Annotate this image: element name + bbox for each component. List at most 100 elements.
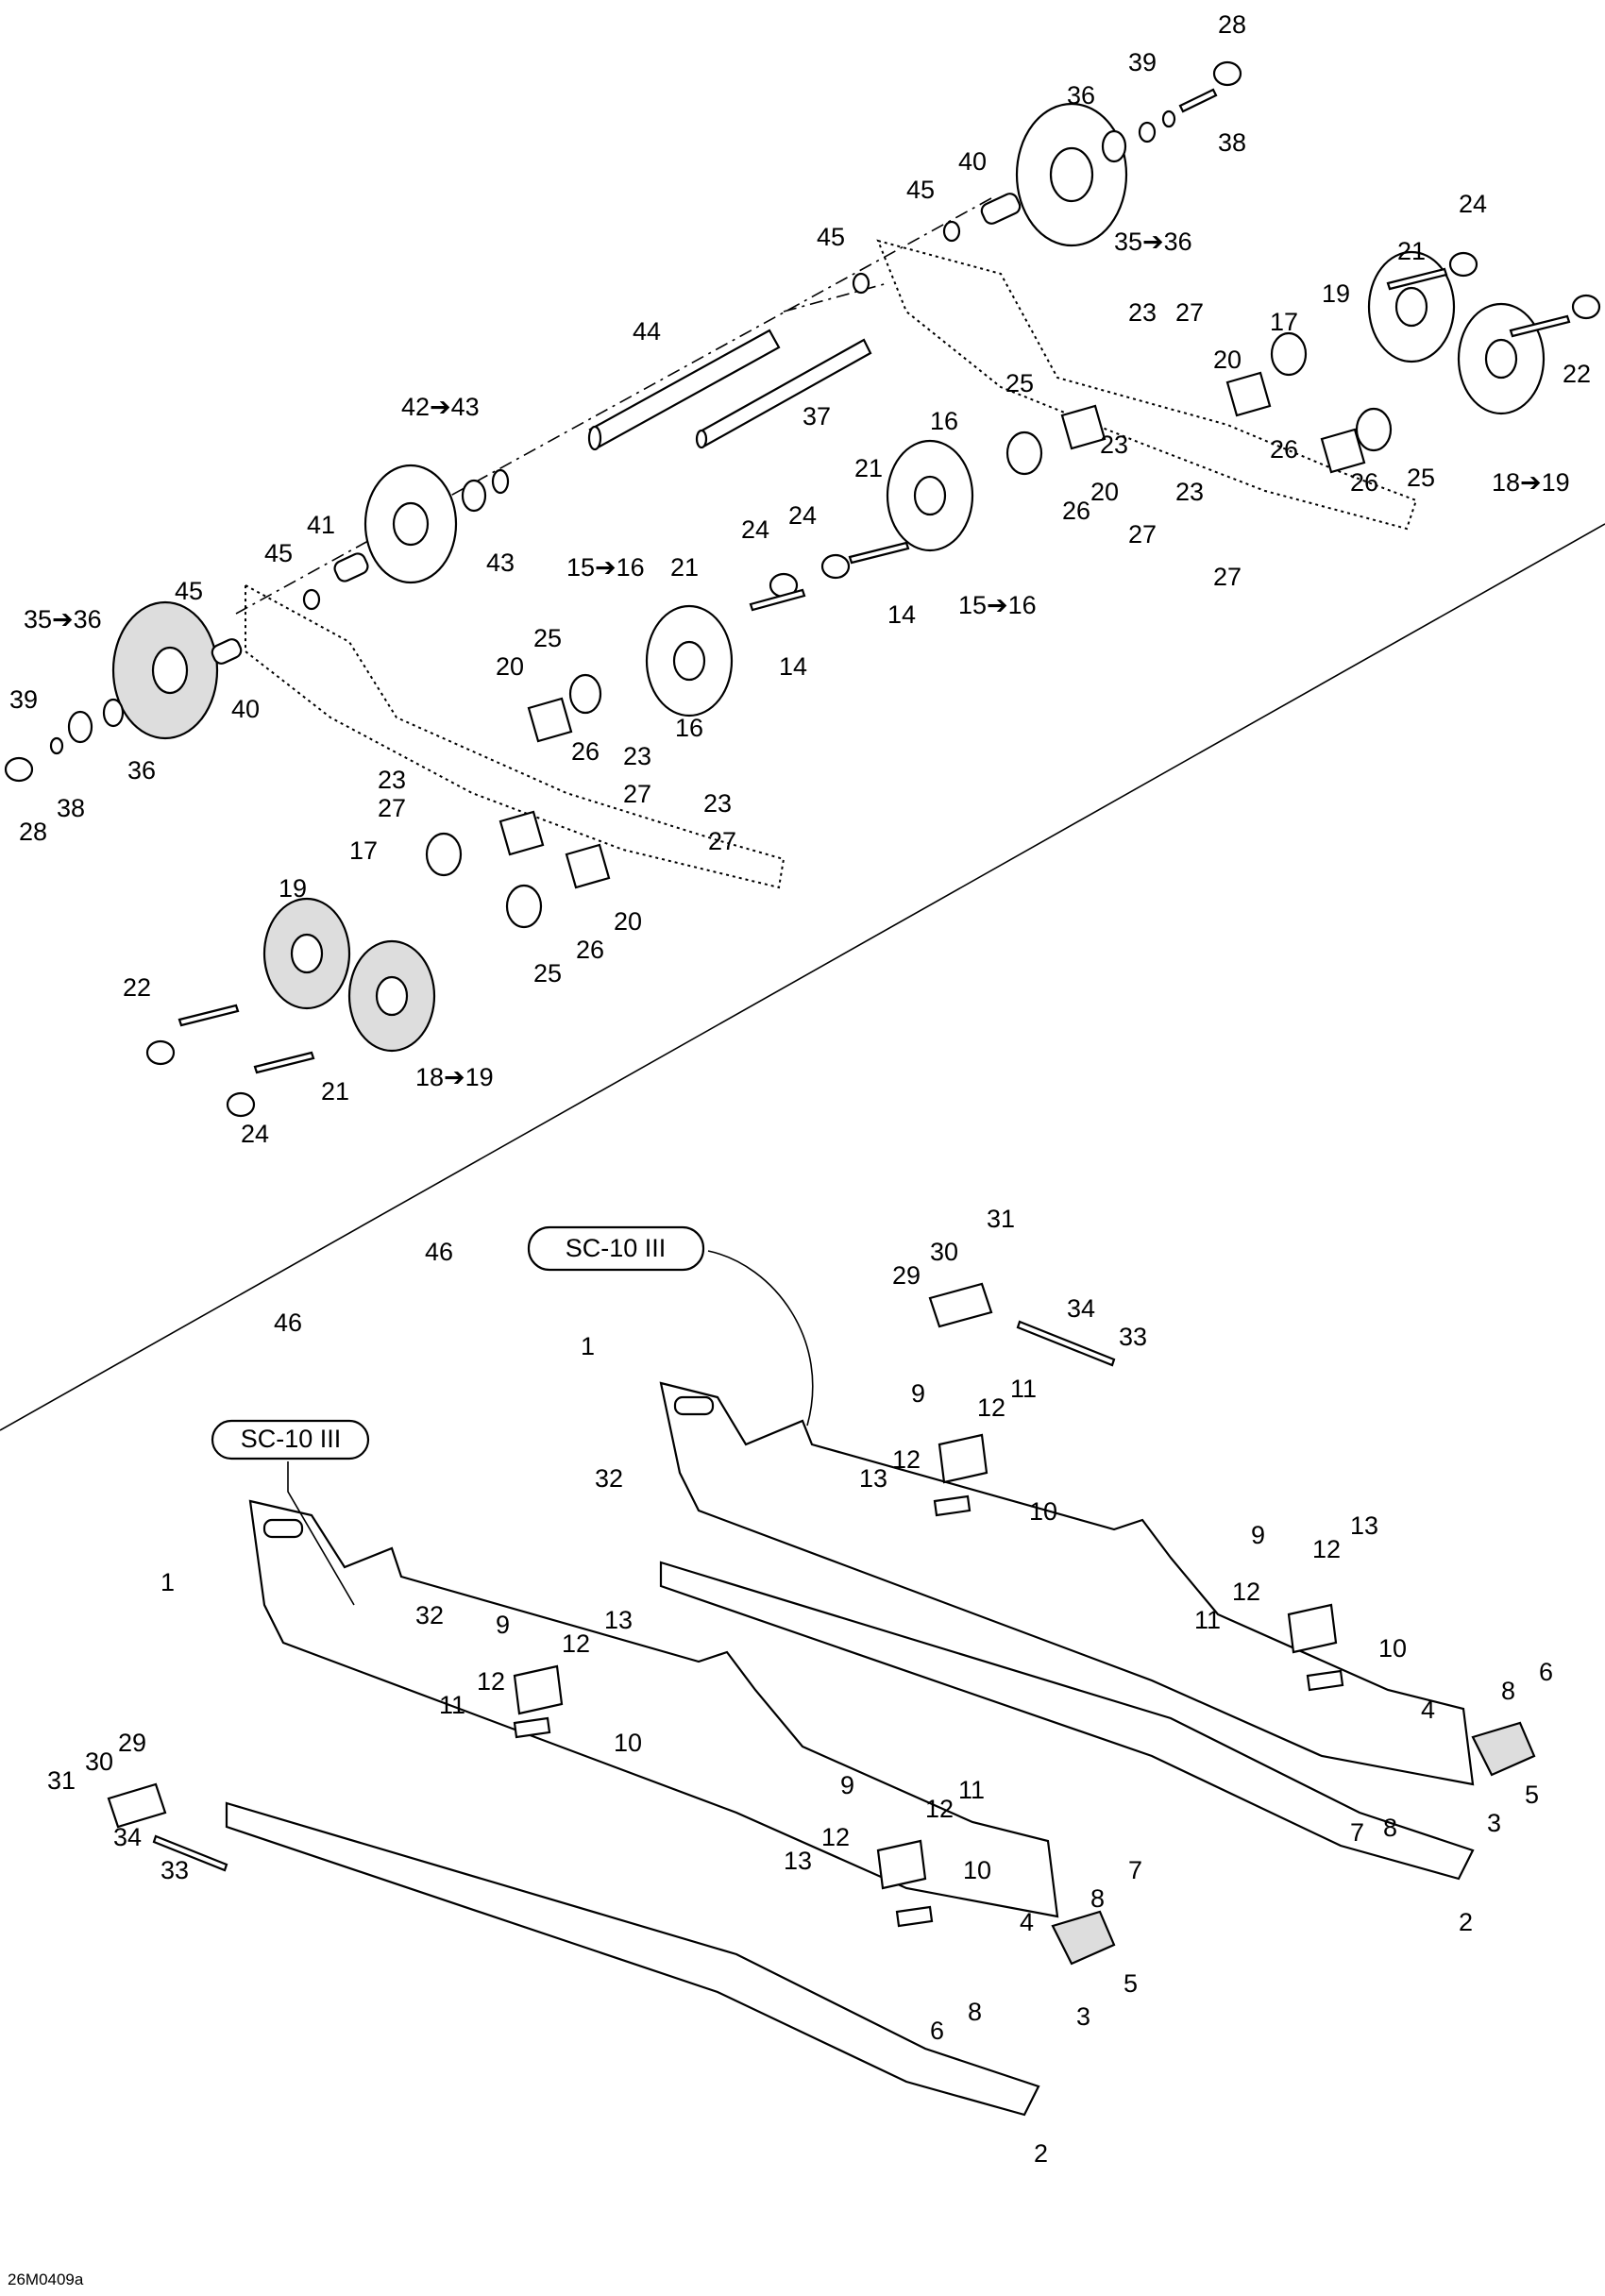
label-33: 33 (160, 1856, 189, 1884)
logo-text: SC-10 III (566, 1234, 667, 1262)
label-40: 40 (958, 147, 987, 176)
label-27: 27 (623, 780, 651, 808)
label-3: 3 (1487, 1809, 1501, 1837)
label-44: 44 (633, 317, 661, 346)
label-32: 32 (415, 1601, 444, 1629)
label-30: 30 (930, 1238, 958, 1266)
label-29: 29 (118, 1729, 146, 1757)
label-21: 21 (670, 553, 699, 582)
label-4: 4 (1020, 1908, 1034, 1936)
label-13: 13 (1350, 1511, 1378, 1540)
label-9: 9 (840, 1771, 854, 1799)
label-19: 19 (279, 874, 307, 903)
logo-decal-46-rear: SC-10 III (527, 1225, 705, 1272)
label-28: 28 (1218, 10, 1246, 39)
label-14: 14 (887, 600, 916, 629)
label-38: 38 (1218, 128, 1246, 157)
label-12: 12 (562, 1629, 590, 1658)
wheel-15-front (645, 604, 734, 718)
axle-centerline (235, 197, 992, 615)
wheel-18-front-b (347, 939, 436, 1053)
label-4: 4 (1421, 1696, 1435, 1724)
wheel-18-front-a (262, 897, 351, 1010)
label-41: 41 (307, 511, 335, 539)
label-1: 1 (581, 1332, 595, 1360)
label-26: 26 (1270, 435, 1298, 464)
label-25: 25 (533, 959, 562, 988)
label-12: 12 (892, 1445, 921, 1474)
wheel-15 (886, 439, 974, 552)
label-23: 23 (1175, 478, 1204, 506)
label-34: 34 (1067, 1294, 1095, 1323)
label-9: 9 (911, 1379, 925, 1408)
label-27: 27 (1175, 298, 1204, 327)
label-31: 31 (987, 1205, 1015, 1233)
label-12: 12 (477, 1667, 505, 1696)
label-11: 11 (439, 1691, 465, 1719)
label-20: 20 (1213, 346, 1242, 374)
label-27: 27 (378, 794, 406, 822)
logo-text: SC-10 III (241, 1425, 342, 1453)
label-10: 10 (1029, 1497, 1057, 1526)
rear-axle-frame (783, 239, 1418, 531)
label-5: 5 (1525, 1781, 1539, 1809)
label-28: 28 (19, 818, 47, 846)
label-39: 39 (1128, 48, 1157, 76)
label-17: 17 (1270, 308, 1298, 336)
label-10: 10 (1378, 1634, 1407, 1663)
label-26: 26 (1062, 497, 1090, 525)
label-39: 39 (9, 685, 38, 714)
slide-2-rear (659, 1561, 1475, 1881)
wheel-18-rear-b (1457, 302, 1546, 415)
label-15-16: 15➔16 (958, 591, 1037, 619)
label-32: 32 (595, 1464, 623, 1493)
label-10: 10 (614, 1729, 642, 1757)
label-27: 27 (708, 827, 736, 855)
label-17: 17 (349, 836, 378, 865)
label-43: 43 (486, 549, 515, 577)
label-8: 8 (1383, 1814, 1397, 1842)
label-25: 25 (1005, 369, 1034, 397)
label-12: 12 (1232, 1578, 1260, 1606)
label-21: 21 (1397, 237, 1426, 265)
label-11: 11 (958, 1776, 985, 1804)
label-12: 12 (1312, 1535, 1341, 1563)
label-2: 2 (1459, 1908, 1473, 1936)
rail-1-rear (659, 1381, 1475, 1786)
section-divider-line (0, 523, 1605, 1431)
label-7: 7 (1350, 1818, 1364, 1847)
label-20: 20 (496, 652, 524, 681)
front-axle-frame (245, 583, 786, 889)
idler-wheel-35 (1015, 102, 1128, 247)
label-23: 23 (1100, 430, 1128, 459)
slider-shoe-5 (1051, 1721, 1536, 1966)
label-42-43: 42➔43 (401, 393, 480, 421)
label-45: 45 (264, 539, 293, 567)
label-11: 11 (1194, 1606, 1221, 1634)
label-25: 25 (533, 624, 562, 652)
label-23: 23 (378, 766, 406, 794)
label-16: 16 (675, 714, 703, 742)
label-3: 3 (1076, 2002, 1090, 2031)
label-34: 34 (113, 1823, 142, 1851)
label-8: 8 (968, 1998, 982, 2026)
label-19: 19 (1322, 279, 1350, 308)
label-10: 10 (963, 1856, 991, 1884)
label-6: 6 (930, 2017, 944, 2045)
label-45: 45 (906, 176, 935, 204)
label-9: 9 (1251, 1521, 1265, 1549)
label-13: 13 (604, 1606, 633, 1634)
label-16: 16 (930, 407, 958, 435)
label-23: 23 (1128, 298, 1157, 327)
label-45: 45 (175, 577, 203, 605)
logo-decal-46-front: SC-10 III (211, 1419, 370, 1460)
label-24: 24 (788, 501, 817, 530)
label-21: 21 (854, 454, 883, 482)
slide-2-front (225, 1801, 1040, 2117)
label-24: 24 (741, 515, 769, 544)
label-18-19: 18➔19 (415, 1063, 494, 1091)
label-26: 26 (1350, 468, 1378, 497)
callout-labels: 28 39 36 38 40 45 35➔36 45 24 21 19 23 2… (9, 10, 1591, 2168)
label-22: 22 (123, 973, 151, 1002)
